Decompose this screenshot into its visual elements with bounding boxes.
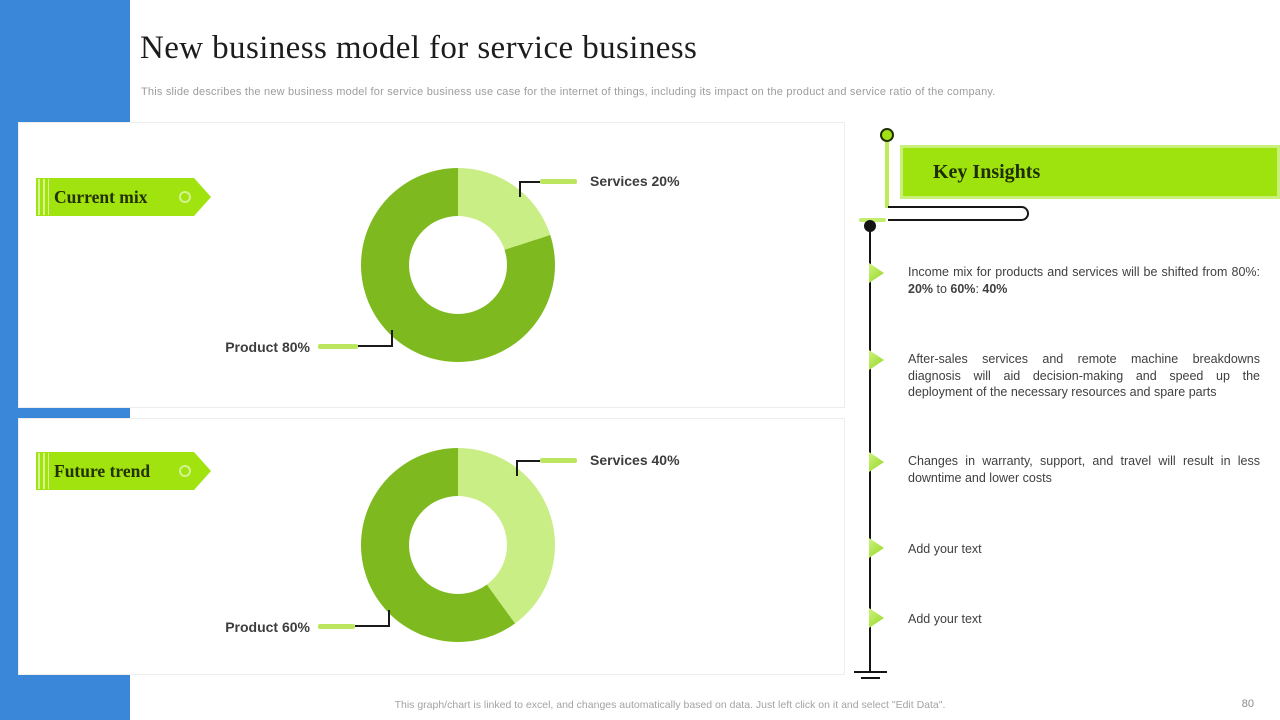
key-insights-title: Key Insights [933, 161, 1041, 183]
arrow-bullet-icon [869, 538, 884, 558]
timeline-end-icon [854, 671, 887, 673]
banner-current-mix-label: Current mix [54, 187, 148, 207]
insight-1-bold-a: 20% [908, 281, 934, 296]
leader-bar [318, 344, 358, 349]
timeline-end-icon [861, 677, 880, 679]
leader-bar [540, 179, 577, 184]
node-circle-icon [880, 128, 894, 142]
banner-future-trend: Future trend [36, 452, 211, 490]
leader-elbow [355, 610, 390, 627]
callout-services-future: Services 40% [590, 452, 680, 468]
footer-note: This graph/chart is linked to excel, and… [394, 699, 946, 711]
donut-hole [409, 496, 507, 594]
leader-elbow [519, 181, 540, 197]
donut-hole [409, 216, 507, 314]
leader-bar [318, 624, 355, 629]
insight-1-bold-c: 40% [982, 281, 1008, 296]
insight-1-bold-b: 60% [950, 281, 976, 296]
callout-product-current: Product 80% [225, 339, 310, 355]
banner-arrow-icon [194, 452, 211, 490]
insight-1-pre: Income mix for products and services wil… [908, 265, 1260, 279]
banner-future-trend-label: Future trend [54, 461, 151, 481]
insight-text-4: Add your text [908, 542, 982, 556]
donut-chart-current-mix [361, 168, 555, 362]
arrow-bullet-icon [869, 608, 884, 628]
insight-text-5: Add your text [908, 612, 982, 626]
timeline-dot-icon [864, 220, 876, 232]
callout-services-current: Services 20% [590, 173, 680, 189]
donut-chart-future-trend [361, 448, 555, 642]
insight-text-1: Income mix for products and services wil… [908, 264, 1260, 297]
connector-loop-line [888, 206, 1029, 221]
page-number: 80 [1241, 698, 1254, 710]
key-insights-banner: Key Insights [900, 145, 1280, 199]
node-stem-line [885, 142, 889, 208]
arrow-bullet-icon [869, 452, 884, 472]
arrow-bullet-icon [869, 263, 884, 283]
leader-bar [540, 458, 577, 463]
timeline-line [869, 231, 871, 672]
banner-arrow-icon [194, 178, 211, 216]
ring-icon [179, 191, 191, 203]
insight-text-3: Changes in warranty, support, and travel… [908, 454, 1260, 485]
leader-elbow [358, 330, 393, 347]
banner-current-mix: Current mix [36, 178, 211, 216]
insight-text-2: After-sales services and remote machine … [908, 352, 1260, 399]
insight-1-mid-b: : [975, 281, 983, 296]
ring-icon [179, 465, 191, 477]
callout-product-future: Product 60% [225, 619, 310, 635]
banner-stripes-icon [38, 179, 49, 215]
insight-1-mid-a: to [933, 281, 951, 296]
arrow-bullet-icon [869, 350, 884, 370]
slide-title: New business model for service business [140, 30, 698, 66]
leader-elbow [516, 460, 540, 476]
banner-stripes-icon [38, 453, 49, 489]
slide-subtitle: This slide describes the new business mo… [141, 86, 996, 98]
